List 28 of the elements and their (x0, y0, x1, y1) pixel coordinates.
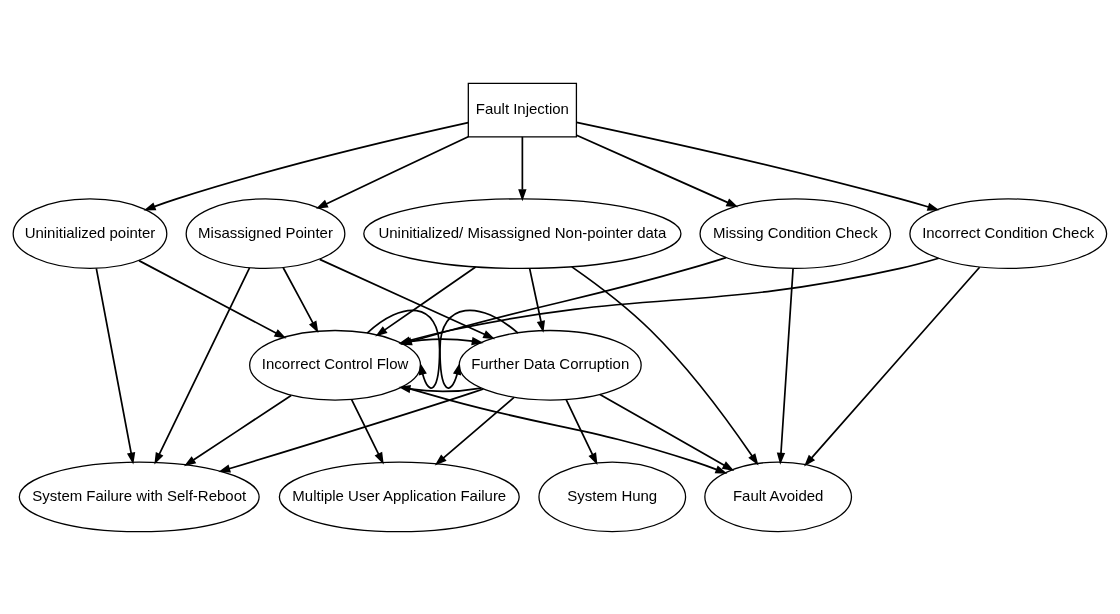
arrow (776, 267, 794, 465)
arrow (528, 267, 546, 333)
arrow (434, 396, 515, 465)
arrow (315, 135, 470, 209)
arrow (318, 258, 496, 339)
node-ellipse: System Hung (538, 461, 687, 532)
node-ellipse: Incorrect Condition Check (909, 197, 1108, 269)
arrow (575, 121, 940, 211)
arrow (518, 135, 527, 201)
node-box: Fault Injection (467, 82, 578, 137)
arrow (565, 398, 598, 465)
arrow (143, 121, 470, 210)
arrow (350, 398, 384, 464)
arrow (571, 265, 759, 465)
arrow (95, 266, 136, 464)
arrow (575, 133, 739, 207)
arrow (804, 265, 981, 466)
arrow (599, 393, 735, 471)
node-ellipse: Uninitialized/ Misassigned Non-pointer data (363, 197, 682, 269)
arrow (183, 394, 292, 466)
arrow (138, 259, 287, 338)
node-ellipse: Uninitialized pointer (12, 197, 168, 269)
arrow (401, 385, 728, 474)
arrow (282, 266, 319, 333)
arrow (154, 266, 251, 465)
node-ellipse: Multiple User Application Failure (278, 461, 520, 532)
arrow (218, 387, 485, 473)
arrow (375, 265, 477, 336)
